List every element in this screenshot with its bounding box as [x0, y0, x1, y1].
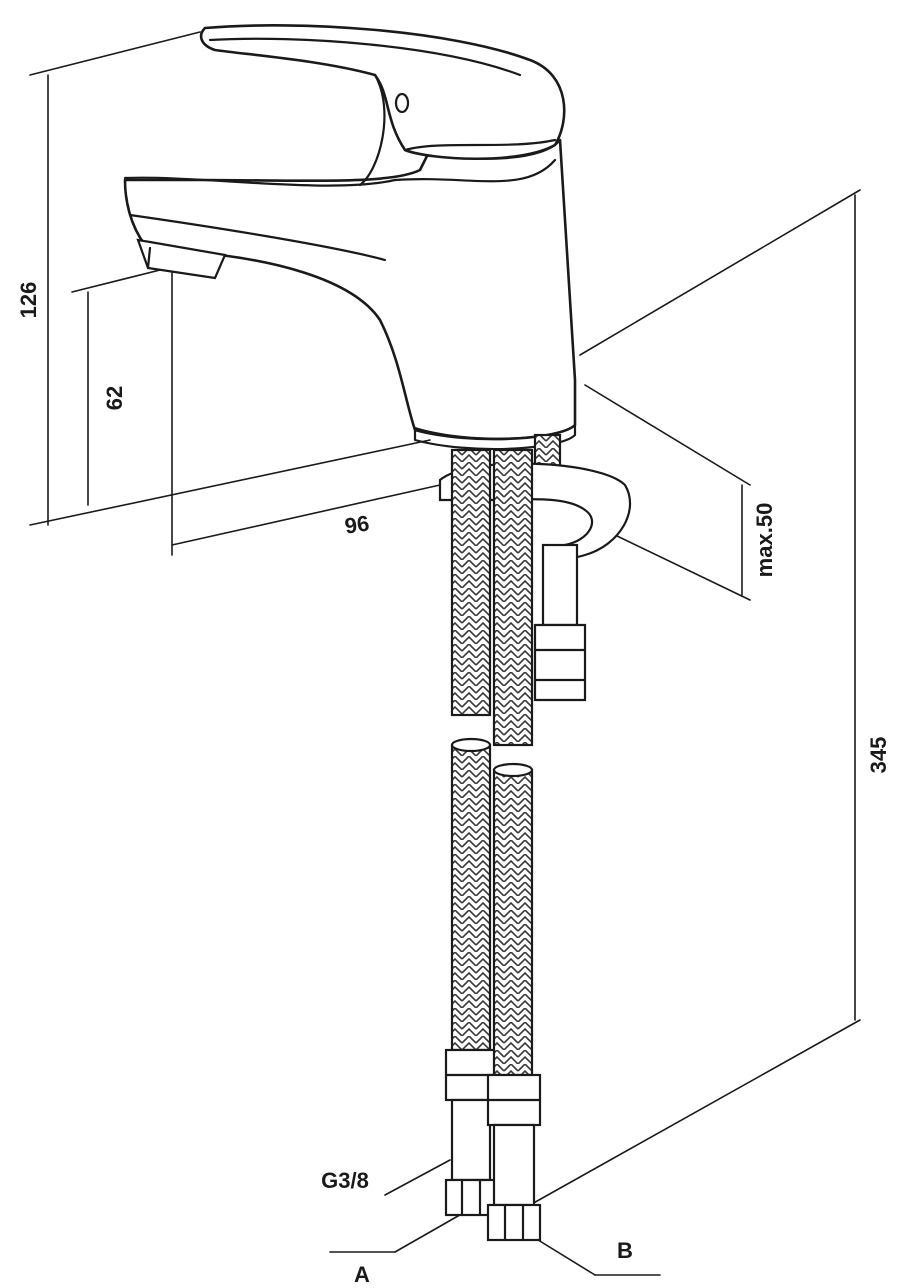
hose-b [486, 448, 542, 1242]
dim-96-label: 96 [343, 510, 371, 538]
hose-b-label: B [617, 1238, 633, 1263]
hose-a [444, 448, 498, 1217]
lever-handle[interactable] [199, 24, 566, 187]
dim-126-label: 126 [16, 282, 41, 319]
dim-max50-label: max.50 [752, 503, 777, 578]
dimension-lines [29, 31, 861, 1276]
faucet-body [123, 138, 577, 451]
thread-label: G3/8 [321, 1168, 369, 1193]
dim-62-label: 62 [102, 386, 127, 410]
dim-345-label: 345 [866, 737, 891, 774]
hose-a-label: A [354, 1262, 370, 1287]
